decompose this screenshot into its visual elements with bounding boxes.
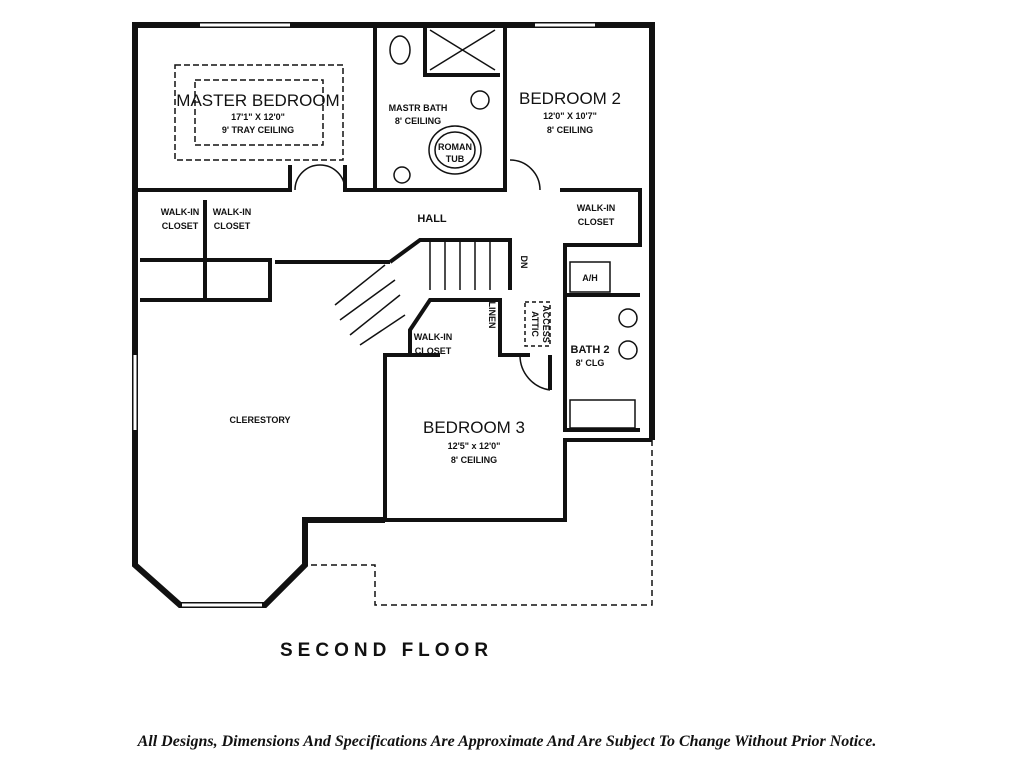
clerestory-label: CLERESTORY (229, 415, 290, 425)
attic-label-2: ACCESS (541, 305, 551, 343)
decor (133, 23, 638, 607)
bedroom2-size: 12'0" X 10'7" (543, 111, 597, 121)
stairs-down-label: DN (519, 256, 529, 269)
master-bedroom-size: 17'1" X 12'0" (231, 112, 285, 122)
dashed-deck-outline (305, 440, 653, 606)
bath2-label: BATH 2 (571, 344, 610, 356)
master-bath-label: MASTR BATH (389, 103, 448, 113)
floor-title: SECOND FLOOR (280, 640, 494, 661)
closet4-label-2: CLOSET (415, 346, 452, 356)
closet2-label-2: CLOSET (214, 221, 251, 231)
air-handler-label: A/H (582, 273, 598, 283)
attic-label: ATTIC (530, 311, 540, 337)
closet1-label-2: CLOSET (162, 221, 199, 231)
closet4-label: WALK-IN (414, 332, 453, 342)
roman-tub-label: ROMAN (438, 142, 472, 152)
linen-label: LINEN (487, 302, 497, 329)
bath2-ceiling: 8' CLG (576, 358, 605, 368)
exterior-walls (132, 22, 655, 608)
master-bedroom-ceiling: 9' TRAY CEILING (222, 125, 294, 135)
bedroom3-size: 12'5" x 12'0" (448, 441, 501, 451)
closet1-label: WALK-IN (161, 207, 200, 217)
closet2-label: WALK-IN (213, 207, 252, 217)
interior-walls (135, 25, 652, 522)
master-bedroom-label: MASTER BEDROOM (176, 91, 339, 110)
bedroom2-ceiling: 8' CEILING (547, 125, 593, 135)
bedroom3-label: BEDROOM 3 (423, 418, 525, 437)
disclaimer: All Designs, Dimensions And Specificatio… (137, 733, 877, 750)
master-bath-ceiling: 8' CEILING (395, 116, 441, 126)
roman-tub-label-2: TUB (446, 154, 465, 164)
closet3-label-2: CLOSET (578, 217, 615, 227)
bedroom3-ceiling: 8' CEILING (451, 455, 497, 465)
bedroom2-label: BEDROOM 2 (519, 89, 621, 108)
hall-label: HALL (417, 213, 447, 225)
closet3-label: WALK-IN (577, 203, 616, 213)
